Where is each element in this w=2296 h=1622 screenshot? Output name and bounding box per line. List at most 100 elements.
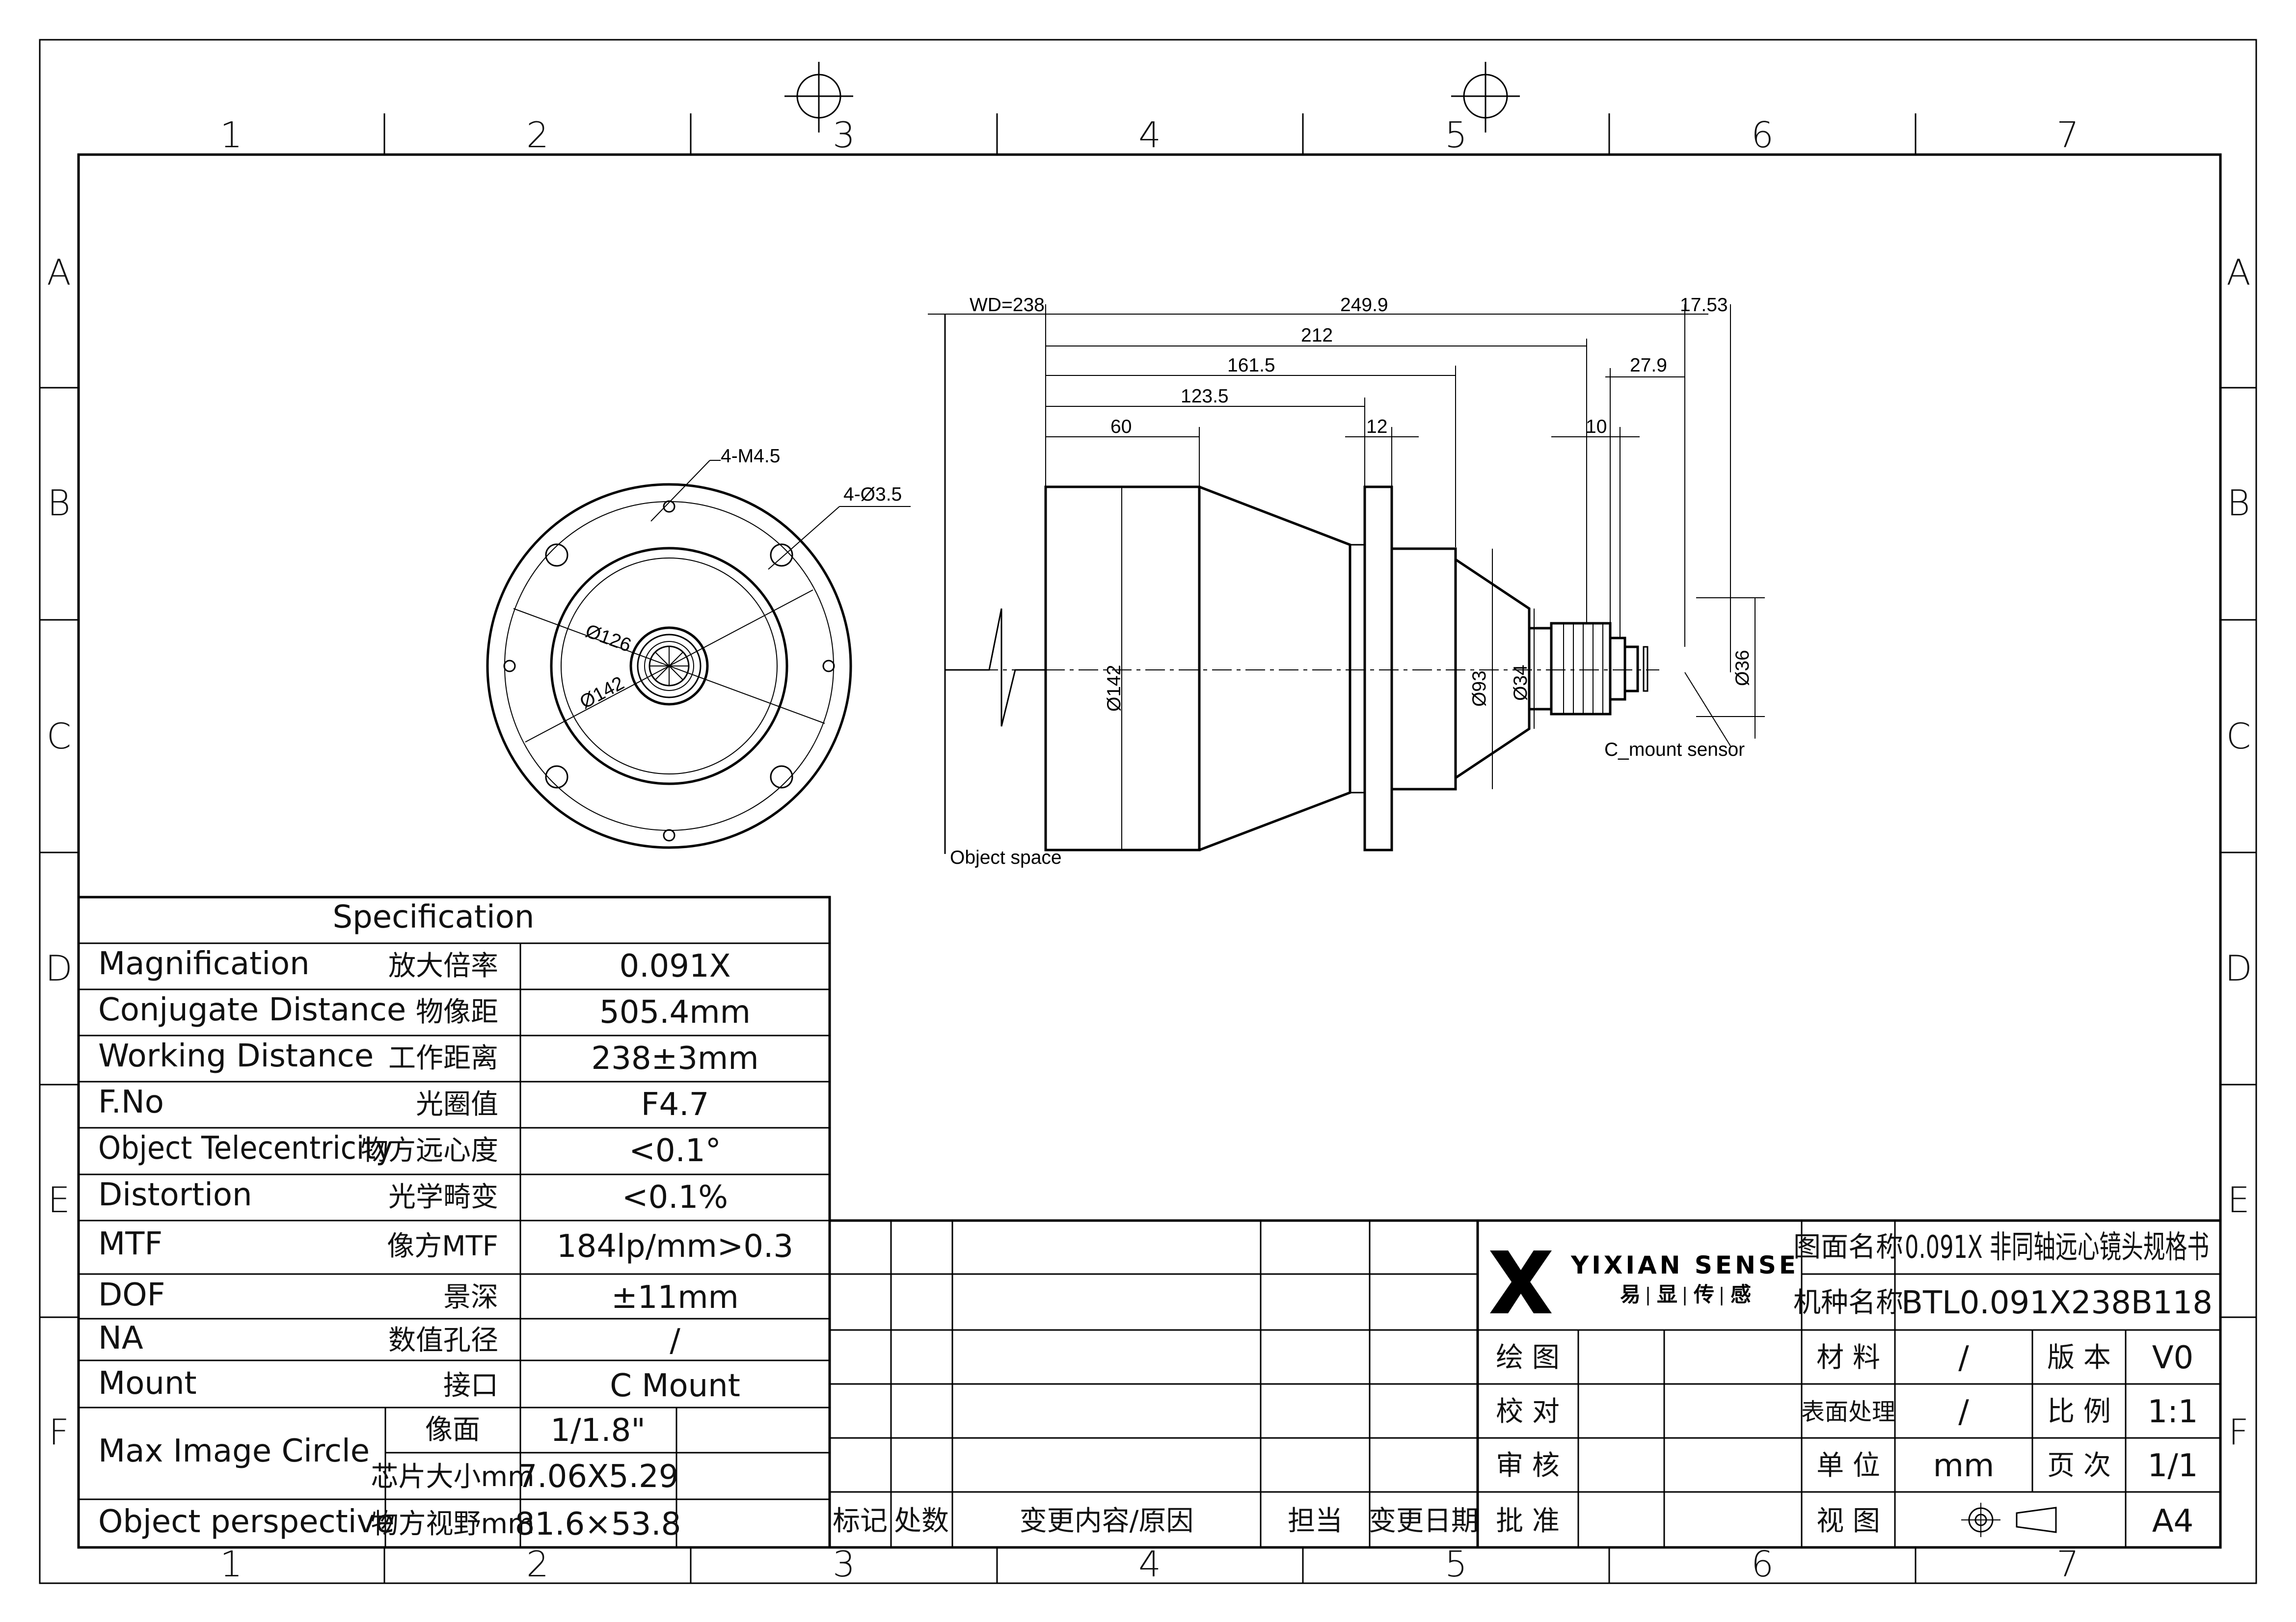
spec-distortion-en: Distortion [98,1177,252,1213]
sensor-label: C_mount sensor [1604,739,1745,760]
paper-size-value: A4 [2152,1503,2194,1540]
spec-object-perspective-value: 81.6×53.8 [515,1506,681,1542]
zone-row-d-left: D [45,948,72,989]
scale-label: 比 例 [2047,1396,2111,1428]
dim-dia-142: Ø142 [1104,665,1125,712]
centering-mark-right [1451,62,1520,133]
thread-hole [663,829,675,842]
zone-col-3-bottom: 3 [833,1543,855,1585]
zone-col-1-top: 1 [220,114,243,156]
zone-col-3-top: 3 [833,114,855,156]
spec-magnification-value: 0.091X [619,948,730,984]
front-view: 4-M4.5 4-Ø3.5 Ø126 Ø142 [486,446,911,849]
surface-label: 表面处理 [1801,1398,1895,1426]
page-value: 1/1 [2148,1448,2198,1484]
scale-value: 1:1 [2148,1394,2198,1430]
front-dia-142-label: Ø142 [576,672,627,713]
spec-working-distance-value: 238±3mm [591,1040,758,1077]
spec-fno-value: F4.7 [641,1087,709,1123]
zone-col-2-top: 2 [526,114,549,156]
view-label: 视 图 [1816,1505,1880,1537]
logo-wordmark: YIXIAN SENSE [1570,1251,1799,1279]
spec-table-title: Specification [333,899,535,935]
dim-212: 212 [1301,325,1333,346]
spec-mtf-en: MTF [98,1226,162,1262]
logo-cn-2: 显 [1657,1282,1677,1306]
zone-row-d-right: D [2225,948,2252,989]
surface-value: / [1958,1394,1969,1430]
spec-mtf-value: 184lp/mm>0.3 [557,1228,793,1265]
spec-magnification-en: Magnification [98,946,310,982]
zone-row-a-left: A [47,252,71,293]
spec-image-circle-en: Max Image Circle [98,1433,370,1469]
dim-249-9: 249.9 [1340,294,1388,316]
thread-hole [822,660,835,672]
dim-17-53: 17.53 [1680,294,1728,316]
zone-col-7-bottom: 7 [2056,1543,2079,1585]
zone-row-b-right: B [2227,482,2250,524]
yixian-sense-logo: YIXIAN SENSE 易 显 传 感 [1490,1250,1799,1313]
revision-header-count: 处数 [894,1505,949,1537]
revision-header-date: 变更日期 [1369,1505,1479,1537]
spec-conjugate-cn: 物像距 [416,996,498,1028]
zone-col-5-top: 5 [1445,114,1467,156]
model-value: BTL0.091X238B118 [1901,1285,2213,1321]
spec-magnification-cn: 放大倍率 [388,950,498,982]
front-thread-holes-label: 4-M4.5 [721,446,780,467]
zone-col-7-top: 7 [2056,114,2079,156]
drawing-name-label: 图面名称 [1793,1231,1903,1263]
sign-approve-label: 批 准 [1496,1505,1560,1537]
zone-col-5-bottom: 5 [1445,1543,1467,1585]
dim-12: 12 [1366,416,1387,437]
spec-mtf-cn: 像方MTF [387,1230,498,1262]
sign-review-label: 审 核 [1496,1450,1560,1482]
spec-telecentricity-cn: 物方远心度 [361,1135,498,1167]
zone-col-6-top: 6 [1751,114,1774,156]
spec-object-perspective-cn: 物方视野mm [371,1508,534,1540]
projection-symbol-icon [1961,1503,2057,1537]
spec-distortion-cn: 光学畸变 [388,1181,498,1213]
front-dia-126-label: Ø126 [583,620,634,656]
material-value: / [1958,1340,1969,1376]
zone-row-f-right: F [2228,1411,2248,1453]
revision-table: 标记 处数 变更内容/原因 担当 变更日期 [828,1219,1479,1549]
dim-60: 60 [1110,416,1132,437]
spec-image-plane-cn: 像面 [425,1414,480,1446]
logo-cn-1: 易 [1620,1282,1641,1306]
dim-dia-93: Ø93 [1469,670,1490,707]
revision-header-owner: 担当 [1288,1505,1343,1537]
sign-check-label: 校 对 [1496,1396,1560,1428]
unit-label: 单 位 [1816,1450,1880,1482]
spec-dof-en: DOF [98,1277,165,1313]
spec-na-value: / [670,1323,680,1359]
drawing-name-value: 0.091X 非同轴远心镜头规格书 [1905,1229,2209,1266]
spec-mount-en: Mount [98,1365,197,1402]
spec-conjugate-value: 505.4mm [599,994,751,1031]
spec-working-distance-cn: 工作距离 [388,1042,498,1074]
spec-na-cn: 数值孔径 [388,1325,498,1356]
bolt-hole [770,543,793,567]
spec-fno-en: F.No [98,1084,164,1120]
revision-header-content: 变更内容/原因 [1020,1505,1194,1537]
version-value: V0 [2152,1340,2194,1376]
dim-123-5: 123.5 [1181,386,1229,407]
zone-col-4-top: 4 [1138,114,1161,156]
dim-161-5: 161.5 [1227,355,1275,376]
object-space-label: Object space [950,847,1062,868]
spec-working-distance-en: Working Distance [98,1038,374,1074]
spec-mount-cn: 接口 [443,1370,498,1402]
zone-col-4-bottom: 4 [1138,1543,1161,1585]
spec-table: Specification Magnification 放大倍率 0.091X … [77,896,831,1549]
sign-draw-label: 绘 图 [1496,1342,1560,1374]
zone-row-b-left: B [47,482,70,524]
dim-dia-36: Ø36 [1732,650,1753,686]
zone-row-e-right: E [2227,1179,2250,1221]
unit-value: mm [1933,1448,1995,1484]
thread-hole [663,500,675,513]
spec-dof-value: ±11mm [611,1279,739,1316]
revision-header-mark: 标记 [833,1505,888,1537]
side-view: WD=238 249.9 17.53 212 161.5 27.9 123.5 … [928,294,1765,868]
dim-27-9: 27.9 [1630,355,1667,376]
dim-10: 10 [1586,416,1607,437]
spec-dof-cn: 景深 [443,1281,498,1313]
